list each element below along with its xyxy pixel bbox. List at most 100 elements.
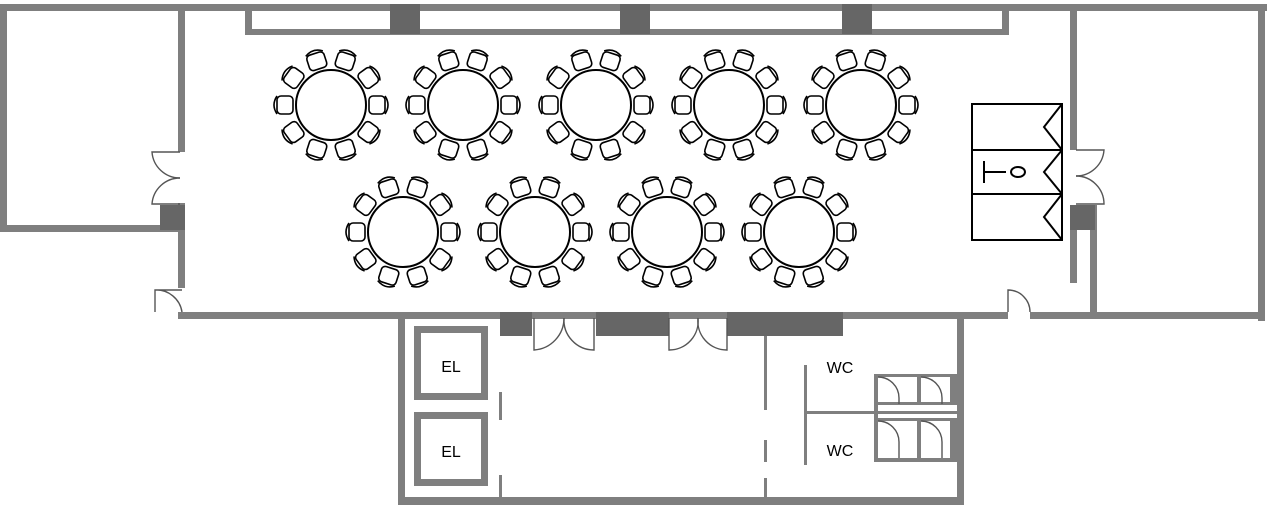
chair: [429, 247, 453, 272]
chair: [509, 176, 532, 199]
chair: [898, 95, 919, 115]
chair: [617, 192, 641, 217]
chair: [703, 138, 726, 161]
chair: [440, 222, 461, 242]
chair: [802, 265, 825, 288]
restroom-1-label: WC: [827, 360, 854, 377]
chair: [825, 247, 849, 272]
chair: [773, 265, 796, 288]
chair: [485, 247, 509, 272]
chair: [670, 265, 693, 288]
chair: [693, 247, 717, 272]
chair: [836, 222, 857, 242]
chair: [281, 65, 305, 90]
chair: [755, 65, 779, 90]
chair: [509, 265, 532, 288]
table-top: [560, 69, 632, 141]
round-table-2: [405, 49, 521, 161]
chair: [405, 95, 426, 115]
chair: [500, 95, 521, 115]
chair: [546, 65, 570, 90]
chair: [693, 192, 717, 217]
chair: [835, 49, 858, 72]
chair: [570, 49, 593, 72]
doors: [151, 149, 1105, 351]
table-top: [825, 69, 897, 141]
chair: [572, 222, 593, 242]
lobby-partitions: [499, 336, 767, 500]
chair: [641, 265, 664, 288]
chair: [703, 49, 726, 72]
chair: [755, 120, 779, 145]
table-top: [763, 196, 835, 268]
chair: [811, 120, 835, 145]
chair: [622, 65, 646, 90]
chair: [353, 192, 377, 217]
table-top: [295, 69, 367, 141]
round-table-6: [345, 176, 461, 288]
chair: [732, 138, 755, 161]
chair: [704, 222, 725, 242]
chair: [413, 120, 437, 145]
chair: [406, 265, 429, 288]
chair: [679, 120, 703, 145]
chair: [825, 192, 849, 217]
chair: [377, 265, 400, 288]
chair: [835, 138, 858, 161]
chair: [599, 49, 622, 72]
chair: [679, 65, 703, 90]
chair: [538, 176, 561, 199]
chair: [811, 65, 835, 90]
chair: [334, 49, 357, 72]
chair: [345, 222, 366, 242]
round-table-7: [477, 176, 593, 288]
chair: [773, 176, 796, 199]
elevator-2-label: EL: [441, 444, 461, 461]
chair: [670, 176, 693, 199]
chair: [305, 138, 328, 161]
chair: [489, 120, 513, 145]
chair: [281, 120, 305, 145]
chair: [641, 176, 664, 199]
chair: [466, 138, 489, 161]
chair: [485, 192, 509, 217]
chair: [732, 49, 755, 72]
chair: [570, 138, 593, 161]
chair: [766, 95, 787, 115]
round-table-4: [671, 49, 787, 161]
round-table-8: [609, 176, 725, 288]
chair: [466, 49, 489, 72]
chair: [561, 247, 585, 272]
table-top: [367, 196, 439, 268]
chair: [887, 120, 911, 145]
chair: [864, 138, 887, 161]
round-table-9: [741, 176, 857, 288]
chair: [622, 120, 646, 145]
sink-icon: [983, 161, 1026, 183]
chair: [609, 222, 630, 242]
table-top: [631, 196, 703, 268]
elevator-2: EL: [414, 412, 488, 486]
chair: [406, 176, 429, 199]
table-top: [427, 69, 499, 141]
chair: [749, 192, 773, 217]
table-top: [499, 196, 571, 268]
chair: [429, 192, 453, 217]
chair: [357, 120, 381, 145]
chair: [413, 65, 437, 90]
chair: [864, 49, 887, 72]
chair: [599, 138, 622, 161]
chair: [377, 176, 400, 199]
chair: [749, 247, 773, 272]
chair: [561, 192, 585, 217]
elevator-1-label: EL: [441, 359, 461, 376]
chair: [437, 49, 460, 72]
chair: [368, 95, 389, 115]
elevator-1: EL: [414, 326, 488, 400]
chair: [538, 265, 561, 288]
round-table-3: [538, 49, 654, 161]
chair: [802, 176, 825, 199]
restroom-2-label: WC: [827, 443, 854, 460]
chair: [489, 65, 513, 90]
chair: [437, 138, 460, 161]
